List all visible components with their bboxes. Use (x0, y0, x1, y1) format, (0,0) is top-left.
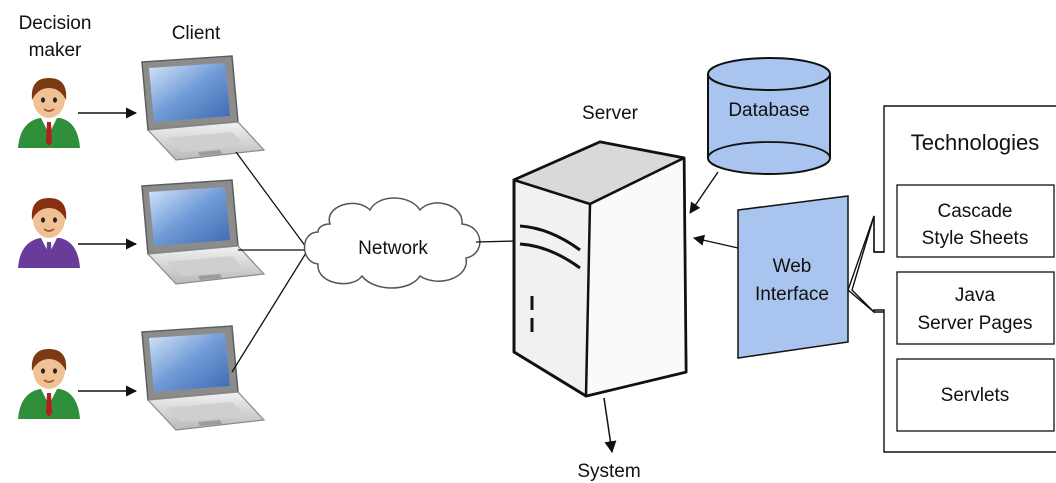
client3-network-link (231, 252, 307, 373)
database-label: Database (728, 100, 809, 121)
tech-box-servlets (896, 358, 1055, 432)
decision-maker-3-icon (18, 349, 80, 419)
server-to-system-arrow (603, 397, 617, 454)
tech-jsp-line2: Server Pages (917, 313, 1032, 334)
decision-maker-2-icon (18, 198, 80, 268)
client-laptop-1-icon (141, 55, 265, 161)
tech-box-css (896, 184, 1055, 258)
web-interface-panel (737, 195, 849, 359)
client-label: Client (172, 23, 221, 44)
tech-css-line1: Cascade (938, 201, 1013, 222)
system-label: System (577, 461, 640, 482)
tech-box-jsp (896, 271, 1055, 345)
tech-css-line2: Style Sheets (922, 228, 1029, 249)
network-cloud-icon (303, 197, 481, 289)
server-tower-icon (512, 140, 688, 398)
database-cylinder-icon (707, 57, 831, 175)
technologies-title: Technologies (911, 130, 1039, 155)
database-to-server-arrow (689, 171, 719, 214)
decision-maker-label-line2: maker (29, 40, 82, 61)
client1-network-link (235, 151, 307, 248)
decision-maker-label-line1: Decision (19, 13, 92, 34)
client-laptop-2-icon (141, 179, 265, 285)
web-interface-label-line2: Interface (755, 284, 829, 305)
web-interface-label-line1: Web (773, 256, 812, 277)
client-laptop-3-icon (141, 325, 265, 431)
network-server-link (475, 240, 517, 243)
decision-maker-1-icon (18, 78, 80, 148)
tech-servlets-label: Servlets (941, 385, 1010, 406)
tech-jsp-line1: Java (955, 285, 996, 306)
network-label: Network (358, 238, 428, 259)
server-label: Server (582, 103, 639, 124)
web-interface-to-server-arrow (692, 234, 739, 249)
